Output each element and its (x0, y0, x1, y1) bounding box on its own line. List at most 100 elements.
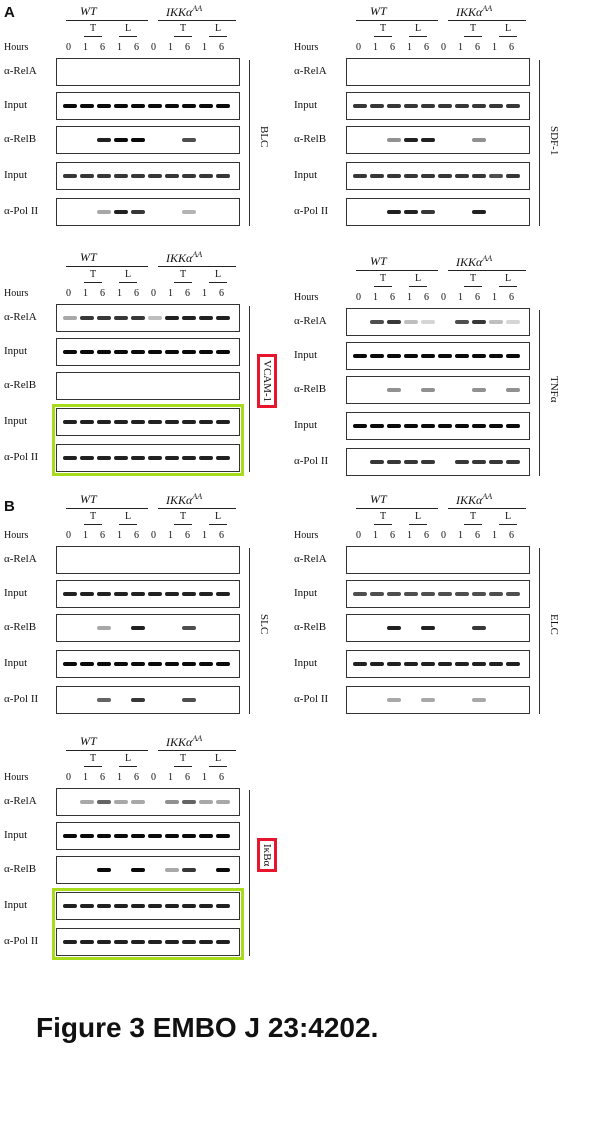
blot-band (489, 460, 503, 464)
gene-label: VCAM-1 (257, 354, 277, 409)
group-label-ikk-superscript: AA (192, 4, 203, 13)
blot-band (114, 834, 128, 838)
hours-tick-label: 6 (185, 772, 190, 783)
hours-tick-label: 0 (356, 530, 361, 541)
hours-tick-label: 6 (100, 772, 105, 783)
hours-tick-label: 6 (134, 42, 139, 53)
row-label-relA: α-RelA (4, 795, 37, 807)
hours-tick-label: 6 (509, 42, 514, 53)
treatment-underline (409, 286, 427, 287)
blot-band (80, 592, 94, 596)
blot-band (489, 354, 503, 358)
blot-band (387, 626, 401, 630)
blot-band (216, 800, 230, 804)
blot-strip (346, 162, 530, 190)
blot-band (148, 420, 162, 424)
blot-band (387, 424, 401, 428)
blot-band (97, 456, 111, 460)
blot-band (489, 662, 503, 666)
treatment-underline (374, 286, 392, 287)
blot-band (165, 350, 179, 354)
blot-band (80, 104, 94, 108)
treatment-label-t: T (90, 269, 97, 280)
blot-band (404, 138, 418, 142)
row-label-input: Input (4, 587, 28, 599)
blot-strip (346, 650, 530, 678)
blot-band (216, 662, 230, 666)
blot-band (148, 174, 162, 178)
blot-band (370, 460, 384, 464)
gene-bracket (249, 306, 250, 472)
blot-band (404, 104, 418, 108)
gene-label: ELC (548, 614, 560, 635)
blot-band (472, 138, 486, 142)
blot-band (165, 904, 179, 908)
treatment-label-l: L (125, 269, 132, 280)
blot-band (131, 698, 145, 702)
blot-band (353, 174, 367, 178)
blot-band (148, 316, 162, 320)
hours-tick-label: 6 (100, 42, 105, 53)
blot-band (63, 456, 77, 460)
blot-band (148, 904, 162, 908)
group-label-ikk-superscript: AA (482, 492, 493, 501)
blot-band (199, 174, 213, 178)
group-underline-ikk (158, 20, 236, 21)
blot-band (199, 940, 213, 944)
gene-bracket (539, 548, 540, 714)
blot-band (216, 104, 230, 108)
blot-band (114, 940, 128, 944)
blot-band (455, 174, 469, 178)
row-label-input: Input (4, 99, 28, 111)
blot-band (165, 800, 179, 804)
blot-band (199, 834, 213, 838)
blot-band (182, 210, 196, 214)
group-label-ikk: IKKαAA (166, 4, 203, 19)
blot-band (165, 940, 179, 944)
blot-band (97, 104, 111, 108)
blot-band (216, 940, 230, 944)
treatment-underline (174, 766, 192, 767)
group-label-wt: WT (80, 492, 97, 506)
blot-band (438, 104, 452, 108)
blot-strip (346, 342, 530, 370)
blot-band (97, 940, 111, 944)
treatment-underline (409, 36, 427, 37)
blot-band (353, 662, 367, 666)
blot-band (455, 354, 469, 358)
row-label-input: Input (4, 899, 28, 911)
blot-band (216, 350, 230, 354)
blot-band (80, 316, 94, 320)
blot-band (353, 354, 367, 358)
group-underline-ikk (448, 20, 526, 21)
blot-band (472, 210, 486, 214)
group-label-wt: WT (370, 4, 387, 18)
blot-band (387, 174, 401, 178)
blot-band (370, 662, 384, 666)
blot-strip (56, 162, 240, 190)
group-underline-wt (66, 20, 148, 21)
gene-bracket (249, 548, 250, 714)
blot-band (387, 662, 401, 666)
row-label-relB: α-RelB (294, 383, 327, 395)
group-label-ikk: IKKαAA (456, 4, 493, 19)
group-label-ikk-superscript: AA (482, 254, 493, 263)
row-label-pol: α-Pol II (294, 205, 329, 217)
hours-tick-label: 6 (185, 288, 190, 299)
blot-band (131, 940, 145, 944)
hours-tick-label: 1 (373, 42, 378, 53)
row-label-relB: α-RelB (4, 621, 37, 633)
hours-label: Hours (4, 772, 29, 783)
hours-tick-label: 6 (100, 530, 105, 541)
blot-band (131, 800, 145, 804)
hours-tick-label: 1 (83, 530, 88, 541)
treatment-underline (499, 36, 517, 37)
blot-band (506, 320, 520, 324)
row-label-pol: α-Pol II (4, 451, 39, 463)
blot-band (387, 460, 401, 464)
blot-band (472, 460, 486, 464)
hours-tick-label: 1 (407, 292, 412, 303)
treatment-underline (499, 286, 517, 287)
blot-band (455, 104, 469, 108)
blot-band (63, 592, 77, 596)
